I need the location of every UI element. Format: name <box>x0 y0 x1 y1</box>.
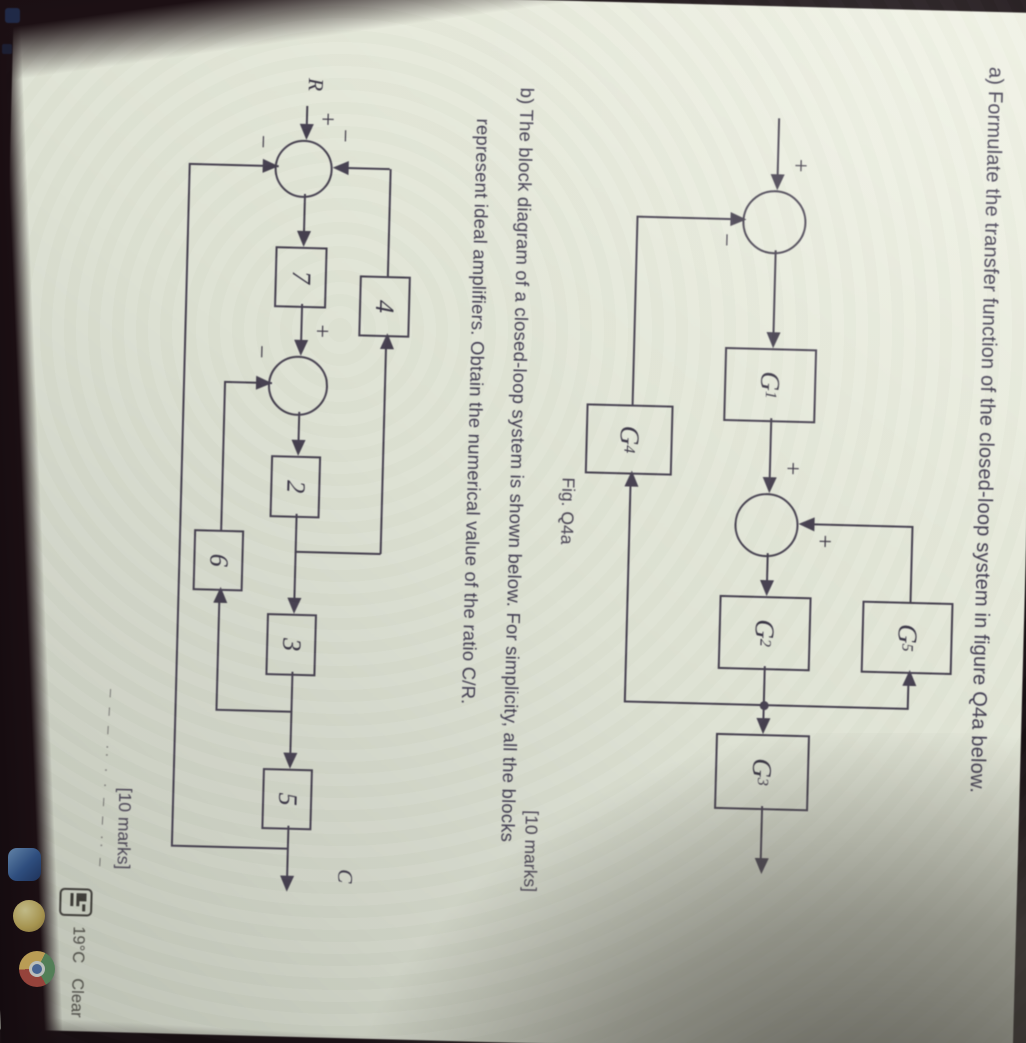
minus-sign: − <box>249 134 276 149</box>
icon-detail <box>70 893 74 907</box>
block-6: 6 <box>192 529 245 592</box>
weather-condition: Clear <box>67 978 87 1018</box>
connector-line <box>286 825 290 878</box>
connector-line <box>293 513 298 600</box>
connector-line <box>170 162 191 847</box>
arrowhead-down <box>332 160 349 176</box>
block-7: 7 <box>274 246 328 309</box>
connector-line <box>289 671 294 755</box>
arrowhead-right <box>279 875 295 892</box>
plus-sign: + <box>313 112 341 127</box>
app-icon-blue[interactable] <box>8 848 41 881</box>
input-label-r: R <box>303 77 329 92</box>
block-label: 2 <box>281 479 311 494</box>
connector-line <box>386 169 392 277</box>
block-4: 4 <box>358 275 411 338</box>
connector-line <box>215 602 221 710</box>
connector-line <box>347 167 390 171</box>
arrowhead-right <box>291 439 306 457</box>
minus-sign: − <box>247 344 275 359</box>
tray-icon[interactable] <box>5 8 20 23</box>
connector-line <box>302 193 306 233</box>
arrowhead-right <box>299 123 314 141</box>
block-3: 3 <box>265 613 317 677</box>
icon-detail <box>82 904 86 912</box>
block-2: 2 <box>269 455 322 519</box>
taskbar-icon-strip <box>0 838 64 1043</box>
block-label: 5 <box>272 792 303 807</box>
icon-detail <box>76 893 80 907</box>
connector-line <box>297 411 301 442</box>
arrowhead-right <box>296 230 312 248</box>
arrowhead-right <box>293 339 309 357</box>
block-5: 5 <box>261 768 313 831</box>
connector-line <box>379 349 387 555</box>
chrome-icon[interactable] <box>19 951 55 987</box>
arrowhead-right <box>282 752 298 769</box>
summing-junction-b2 <box>267 355 329 417</box>
weather-temperature: 19°C <box>68 926 88 964</box>
connector-line <box>171 844 288 850</box>
icon-detail <box>78 893 87 902</box>
app-icon-yellow[interactable] <box>13 900 45 932</box>
arrowhead-right <box>286 597 302 614</box>
summing-junction-b1 <box>273 139 334 199</box>
chrome-icon-center <box>31 963 43 975</box>
connector-line <box>220 381 227 530</box>
minus-sign: − <box>331 128 358 143</box>
block-label: 3 <box>277 637 307 652</box>
arrowhead-up <box>255 375 273 391</box>
block-label: 4 <box>370 299 400 314</box>
tray-icon[interactable] <box>2 44 12 54</box>
output-label-c: C <box>332 868 358 884</box>
connector-line <box>300 303 304 342</box>
news-weather-icon <box>59 887 93 917</box>
plus-sign: + <box>308 324 335 339</box>
connector-line <box>295 550 381 556</box>
arrowhead-up <box>262 158 279 174</box>
block-label: 6 <box>204 553 234 568</box>
block-label: 7 <box>286 270 316 285</box>
connector-line <box>215 708 292 713</box>
